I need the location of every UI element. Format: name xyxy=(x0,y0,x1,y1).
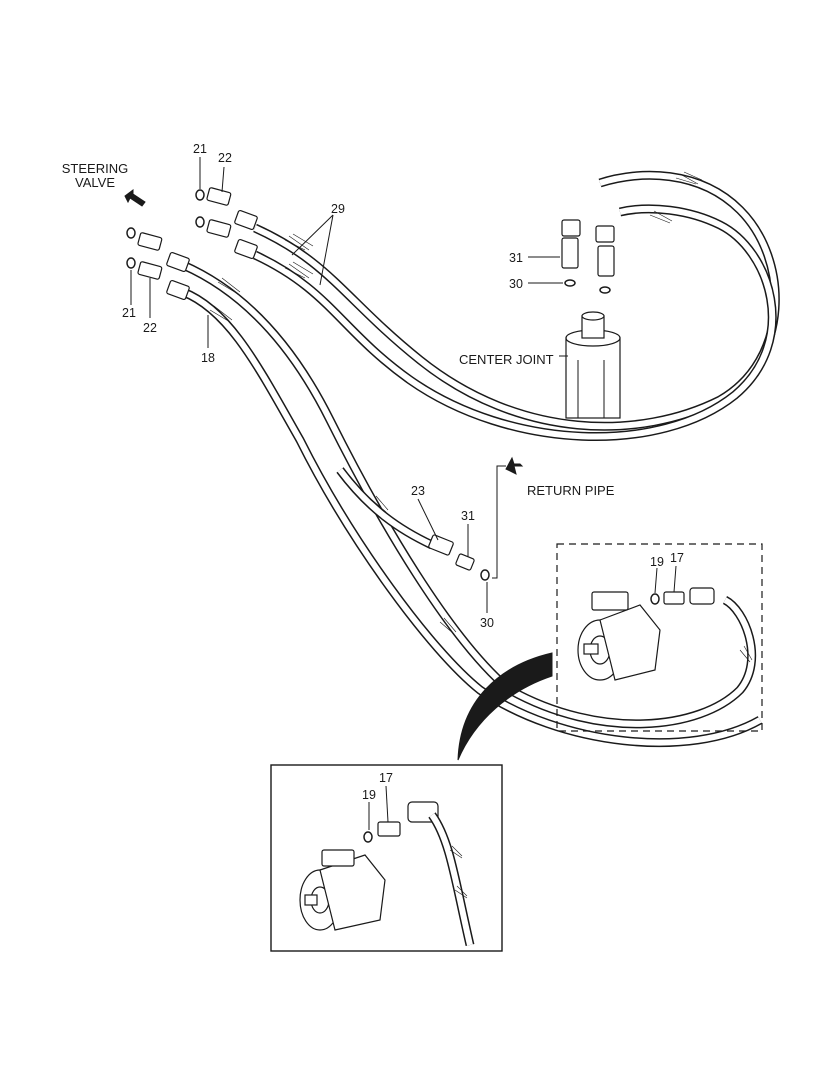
o-ring-19-box xyxy=(650,593,660,605)
detail-swoosh xyxy=(457,652,553,761)
leader-lines xyxy=(130,157,677,830)
pump-hoses xyxy=(181,260,763,748)
adapter-22-b xyxy=(206,219,232,238)
o-ring-21-top xyxy=(195,189,205,201)
callout-30-top: 30 xyxy=(509,277,523,291)
steering-valve-label-1: STEERING xyxy=(62,161,128,176)
callout-21-top: 21 xyxy=(193,142,207,156)
callout-22-bottom: 22 xyxy=(143,321,157,335)
return-pipe-label: RETURN PIPE xyxy=(527,483,615,498)
callout-19-box: 19 xyxy=(650,555,664,569)
adapter-22-top xyxy=(206,187,232,206)
adapter-17-inset xyxy=(377,821,401,837)
adapter-22-bottom xyxy=(137,261,163,280)
hose-nut-18-b xyxy=(166,279,190,301)
o-ring-21-c xyxy=(126,227,136,239)
o-ring-21-b xyxy=(195,216,205,228)
left-fittings xyxy=(126,187,258,301)
center-joint-label: CENTER JOINT xyxy=(459,352,554,367)
adapter-31-top-b xyxy=(597,245,615,277)
callout-17-box: 17 xyxy=(670,551,684,565)
adapter-31-mid xyxy=(455,553,475,571)
steering-valve-arrow xyxy=(124,189,146,207)
callout-31-top: 31 xyxy=(509,251,523,265)
center-joint xyxy=(561,219,621,419)
return-hose xyxy=(336,456,524,581)
pump-small xyxy=(577,587,715,681)
elbow-nut-a xyxy=(561,219,581,237)
center-joint-hoses xyxy=(253,170,780,442)
elbow-nut-b xyxy=(595,225,615,243)
callout-31-mid: 31 xyxy=(461,509,475,523)
callout-29: 29 xyxy=(331,202,345,216)
o-ring-21-bottom xyxy=(126,257,136,269)
o-ring-19-inset xyxy=(363,831,373,843)
callout-18: 18 xyxy=(201,351,215,365)
hose-nut-18-a xyxy=(166,251,190,273)
return-pipe-arrow xyxy=(505,456,524,475)
center-joint-body xyxy=(565,337,621,419)
adapter-17-box xyxy=(663,591,685,605)
braid-hatch-18 xyxy=(209,277,753,663)
adapter-22-c xyxy=(137,232,163,251)
callout-19-inset: 19 xyxy=(362,788,376,802)
braid-hatch-29 xyxy=(284,171,703,279)
steering-valve-label-2: VALVE xyxy=(75,175,115,190)
adapter-31-top-a xyxy=(561,237,579,269)
hose-nut-29-b xyxy=(234,238,258,260)
callout-23: 23 xyxy=(411,484,425,498)
callout-17-inset: 17 xyxy=(379,771,393,785)
callout-30-mid: 30 xyxy=(480,616,494,630)
o-ring-30-top-b xyxy=(599,286,611,294)
o-ring-30-mid xyxy=(480,569,490,581)
hose-nut-29-a xyxy=(234,209,258,231)
pump-detail-box xyxy=(556,543,763,732)
hose-elbow-box xyxy=(689,587,715,605)
pump-large xyxy=(299,801,475,947)
callout-22-top: 22 xyxy=(218,151,232,165)
o-ring-30-top-a xyxy=(564,279,576,287)
callout-21-bottom: 21 xyxy=(122,306,136,320)
fitting-23 xyxy=(428,534,454,556)
